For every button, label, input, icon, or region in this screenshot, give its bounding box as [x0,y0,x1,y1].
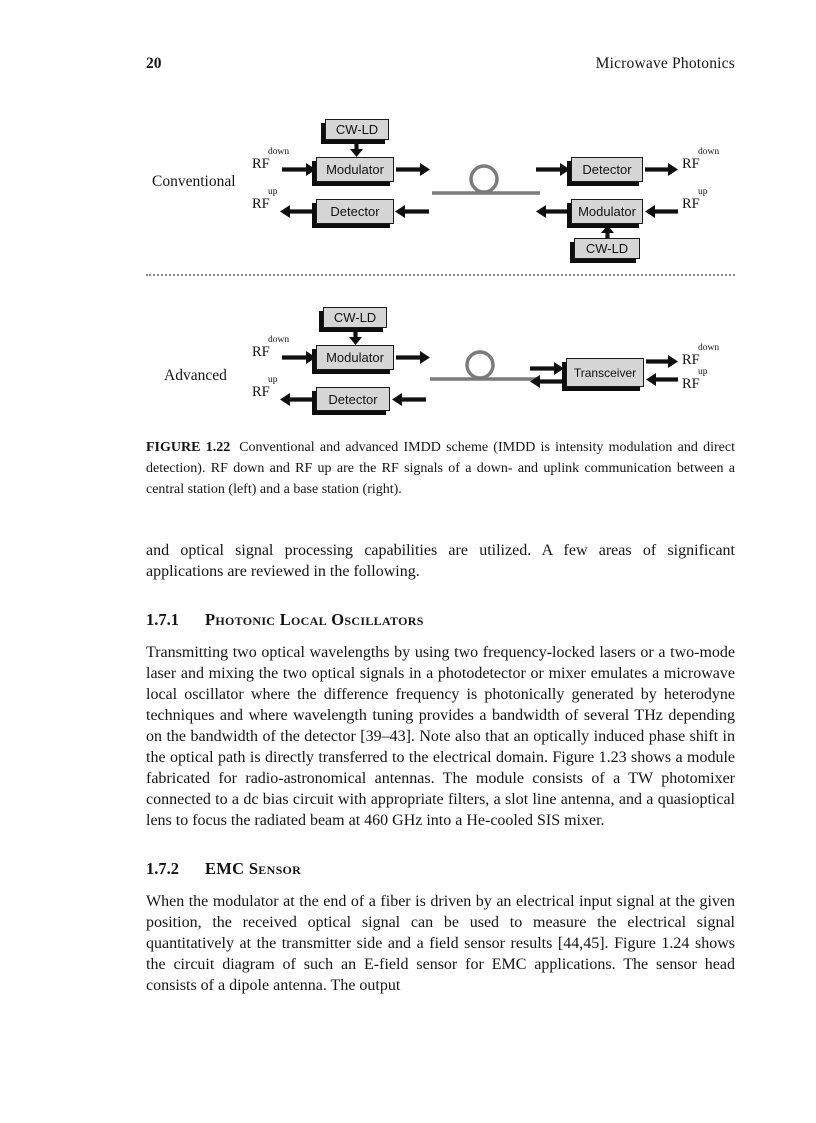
figure-caption-tag: FIGURE 1.22 [146,440,231,455]
modulator-box-conv-left: Modulator [316,157,394,182]
arrow-left-icon [395,205,429,218]
rf-down-label-adv-right: down RF [682,343,719,368]
arrow-right-icon [645,163,678,176]
rf-superscript: down [268,335,290,345]
arrow-left-icon [280,393,314,406]
rf-up-label-conv-left: up RF [252,187,278,212]
rf-text: RF [682,376,700,392]
arrow-down-icon [350,141,363,157]
section-number: 1.7.1 [146,610,179,629]
body-paragraph-171: Transmitting two optical wavelengths by … [146,644,735,829]
fiber-loop-icon [432,164,540,195]
rf-text: RF [252,156,270,172]
body-paragraph-intro: and optical signal processing capabiliti… [146,542,735,580]
arrow-down-icon [349,329,362,345]
arrow-right-icon [396,163,430,176]
detector-box-conv-left: Detector [316,199,394,224]
fiber-loop-icon [430,350,538,381]
rf-text: RF [252,384,270,400]
detector-box-adv: Detector [316,387,390,411]
rf-text: RF [682,156,700,172]
modulator-box-conv-right: Modulator [571,199,643,224]
rf-superscript: up [698,367,708,377]
figure-1-22-diagram: Conventional CW-LD Modulator down RF Det… [146,111,735,431]
cwld-box-conv-right: CW-LD [574,238,640,259]
rf-up-label-adv-right: up RF [682,367,708,392]
detector-box-conv-right: Detector [571,157,643,182]
arrow-right-icon [536,163,570,176]
arrow-left-icon [645,205,678,218]
arrow-left-icon [536,205,570,218]
rf-down-label-conv-left: down RF [252,147,289,172]
rf-up-label-adv-left: up RF [252,375,278,400]
running-header: 20 Microwave Photonics [146,55,735,73]
section-title: EMC Sensor [205,859,302,878]
section-heading-171: 1.7.1 Photonic Local Oscillators [146,610,735,630]
arrow-right-icon [396,351,430,364]
page-number: 20 [146,55,162,72]
conventional-label: Conventional [152,173,236,190]
rf-text: RF [252,196,270,212]
rf-down-label-adv-left: down RF [252,335,289,360]
running-title: Microwave Photonics [595,55,735,72]
advanced-label: Advanced [164,367,227,384]
rf-down-label-conv-right: down RF [682,147,719,172]
rf-superscript: down [698,147,720,157]
rf-superscript: up [268,375,278,385]
arrow-left-icon [646,373,678,386]
rf-superscript: up [268,187,278,197]
cwld-box-conv-left: CW-LD [325,119,389,140]
rf-superscript: down [268,147,290,157]
rf-superscript: down [698,343,720,353]
body-paragraph-172: When the modulator at the end of a fiber… [146,893,735,994]
section-heading-172: 1.7.2 EMC Sensor [146,859,735,879]
rf-superscript: up [698,187,708,197]
arrow-left-icon [280,205,314,218]
section-title: Photonic Local Oscillators [205,610,424,629]
transceiver-box-adv: Transceiver [566,358,644,387]
modulator-box-adv: Modulator [316,345,394,370]
figure-caption-text: Conventional and advanced IMDD scheme (I… [146,440,735,497]
arrow-right-icon [646,355,678,368]
scheme-separator [146,274,735,276]
rf-up-label-conv-right: up RF [682,187,708,212]
section-number: 1.7.2 [146,859,179,878]
cwld-box-adv: CW-LD [323,307,387,328]
rf-text: RF [682,196,700,212]
arrow-left-icon [392,393,426,406]
rf-text: RF [252,344,270,360]
arrow-up-icon [601,225,614,238]
rf-text: RF [682,352,700,368]
